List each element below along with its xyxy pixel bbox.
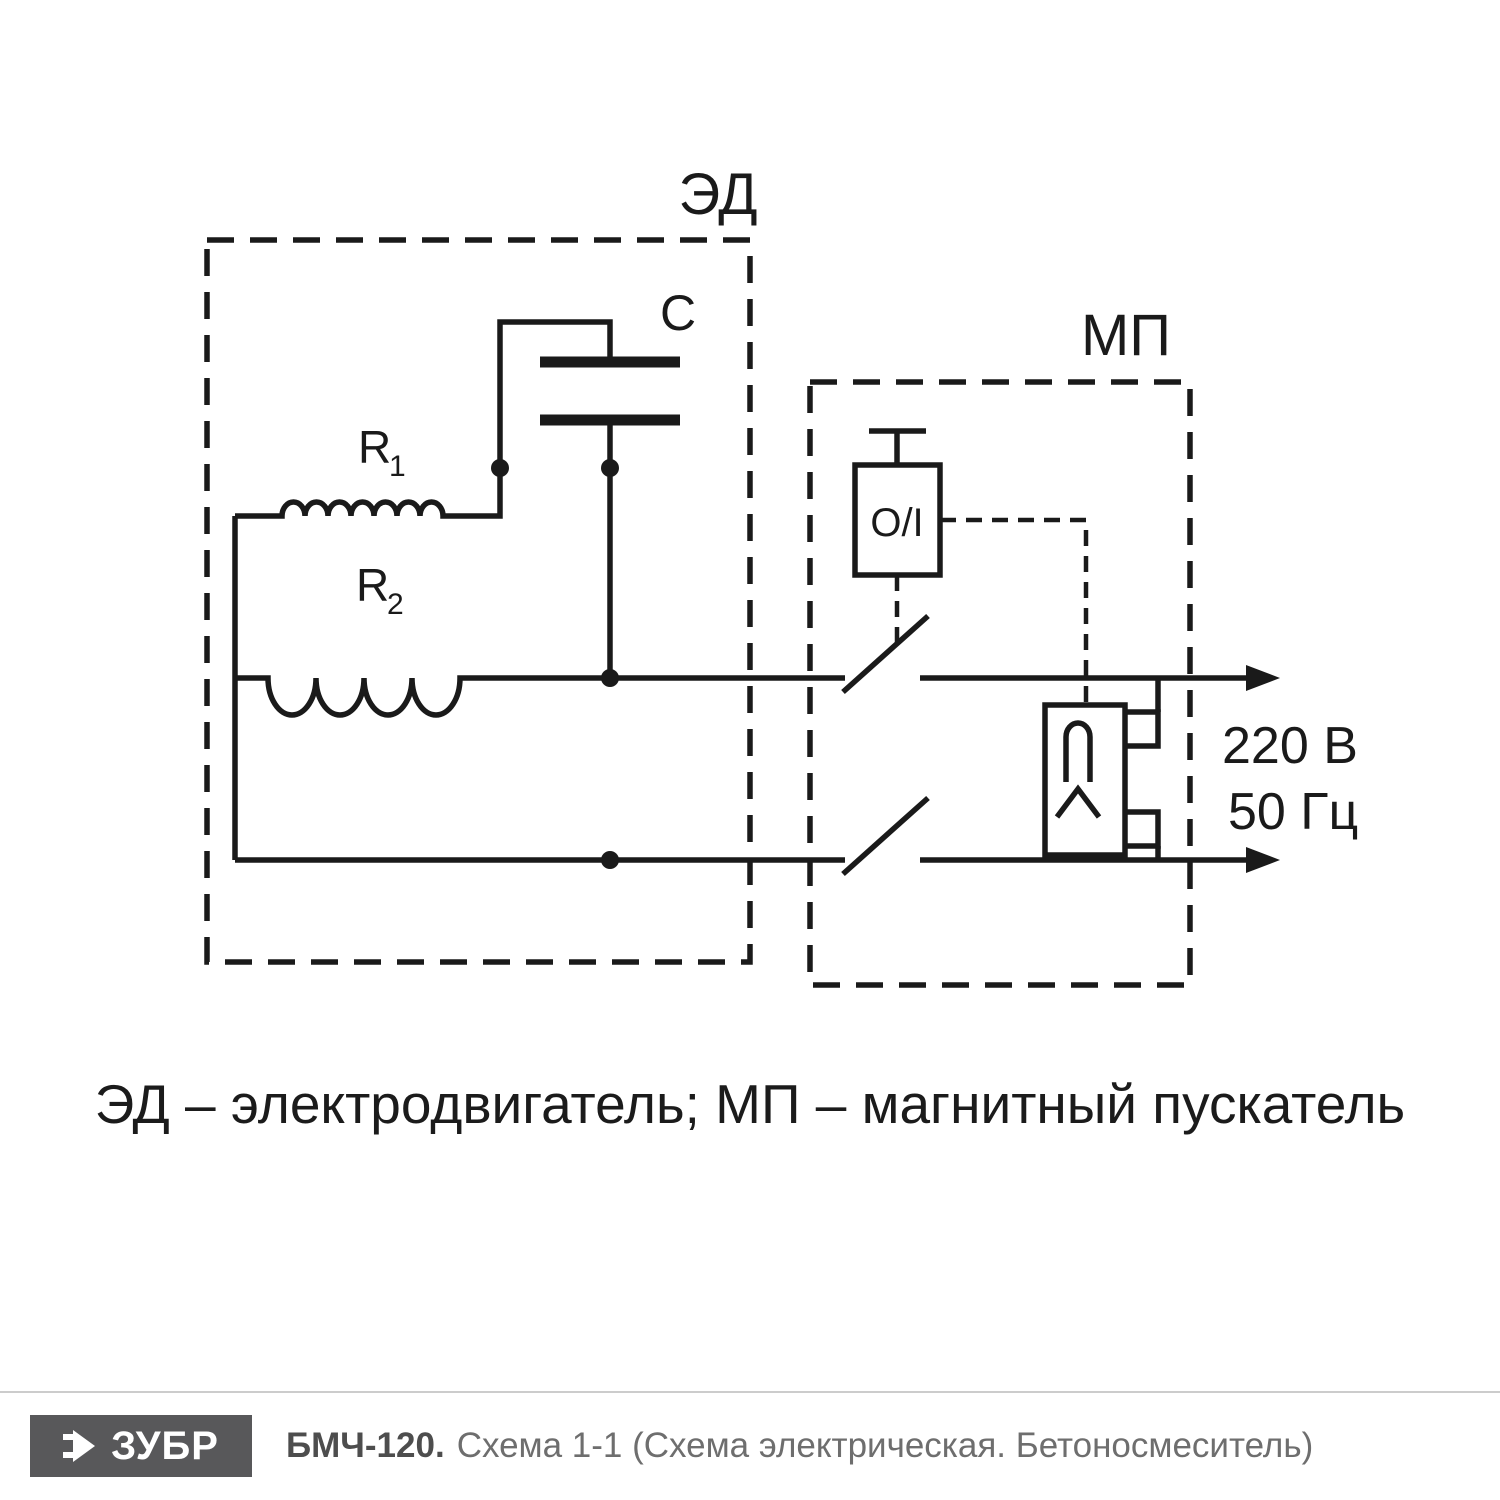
motor-box-label: ЭД (678, 162, 757, 227)
motor-dashed-box (204, 237, 753, 965)
footer: ЗУБР БМЧ-120. Схема 1-1 (Схема электриче… (0, 1391, 1500, 1500)
winding-r2-label: R (356, 559, 389, 611)
supply-frequency-label: 50 Гц (1228, 783, 1358, 841)
coil-chevron-symbol (1054, 784, 1102, 819)
winding-r2-subscript: 2 (387, 588, 404, 621)
control-link-coil (940, 517, 1089, 702)
zubr-logo-icon (63, 1430, 96, 1462)
coil-hairpin-symbol (1063, 720, 1093, 782)
scheme-description: Схема 1-1 (Схема электрическая. Бетоносм… (456, 1426, 1314, 1465)
supply-voltage-label: 220 В (1222, 717, 1358, 775)
starter-box-label: МП (1081, 303, 1171, 368)
model-number: БМЧ-120. (286, 1426, 445, 1465)
capacitor-label: C (660, 285, 696, 341)
winding-r2 (235, 675, 845, 718)
winding-r1 (235, 319, 613, 519)
junction-dot (601, 669, 619, 687)
zubr-logo: ЗУБР (30, 1415, 252, 1477)
winding-r1-label: R (358, 421, 391, 473)
winding-r1-subscript: 1 (389, 450, 406, 483)
contactor-coil-box (1042, 702, 1128, 858)
starter-dashed-box (807, 379, 1193, 988)
brand-name: ЗУБР (111, 1423, 219, 1468)
footer-caption: БМЧ-120. Схема 1-1 (Схема электрическая.… (286, 1393, 1313, 1499)
supply-arrow-bottom (1246, 847, 1280, 873)
junction-dot (601, 459, 619, 477)
legend-caption: ЭД – электродвигатель; МП – магнитный пу… (94, 1073, 1406, 1135)
power-switch-label: O/I (870, 501, 923, 545)
switch-contact-top (841, 613, 930, 695)
junction-dot (601, 851, 619, 869)
supply-arrow-top (1246, 665, 1280, 691)
switch-contact-bottom (841, 795, 930, 877)
junction-dot (491, 459, 509, 477)
coil-terminal-top (1125, 709, 1161, 749)
coil-terminal-bottom (1125, 809, 1161, 849)
